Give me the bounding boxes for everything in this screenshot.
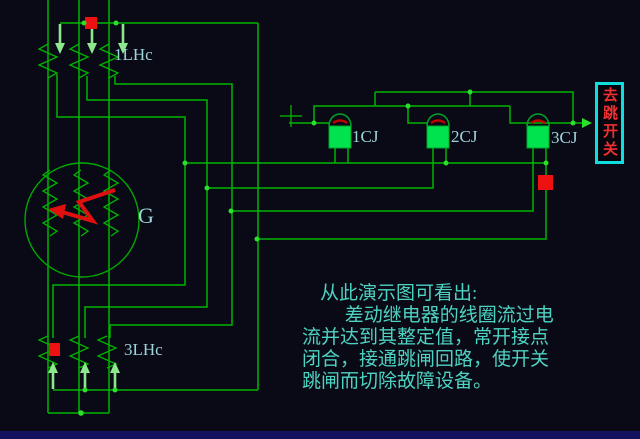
current-arrow-down-icon (55, 24, 128, 54)
relay-coil-2cj (426, 113, 450, 149)
label-relay3: 3CJ (551, 128, 578, 147)
label-relay2: 2CJ (451, 127, 478, 146)
generator-circle (24, 162, 140, 278)
current-arrow-up-icon (48, 362, 120, 389)
explanation-line: 流并达到其整定值，常开接点 (302, 327, 550, 348)
explanation-line: 从此演示图可看出: (320, 283, 478, 304)
label-ct-bottom: 3LHc (124, 340, 163, 359)
explanation-line: 跳闸而切除故障设备。 (302, 371, 493, 392)
coil-contact (530, 119, 546, 125)
coil-contact (430, 119, 446, 125)
fault-marker (49, 17, 553, 356)
explanation-text: 从此演示图可看出: 差动继电器的线圈流过电 流并达到其整定值，常开接点 闭合，接… (302, 283, 638, 393)
polarity-plus-icon (280, 105, 302, 127)
fault-lightning-arrow-icon (48, 188, 116, 225)
trip-switch-box: 去跳开关 (595, 82, 624, 164)
relay-coil-1cj (328, 113, 352, 149)
bottom-taskbar-strip (0, 431, 640, 439)
coil-contact (332, 119, 348, 125)
trip-arrow-icon (582, 118, 592, 128)
label-generator: G (138, 203, 154, 228)
relay-coil-3cj (526, 113, 550, 149)
label-ct-top: 1LHc (114, 45, 153, 64)
label-relay1: 1CJ (352, 127, 379, 146)
junction-dot (78, 20, 576, 416)
ct-winding-top (37, 43, 120, 79)
explanation-line: 差动继电器的线圈流过电 (302, 305, 554, 326)
explanation-line: 闭合，接通跳闸回路，使开关 (302, 349, 550, 370)
phase-lines (47, 0, 110, 414)
trip-switch-label: 去跳开关 (601, 87, 617, 159)
